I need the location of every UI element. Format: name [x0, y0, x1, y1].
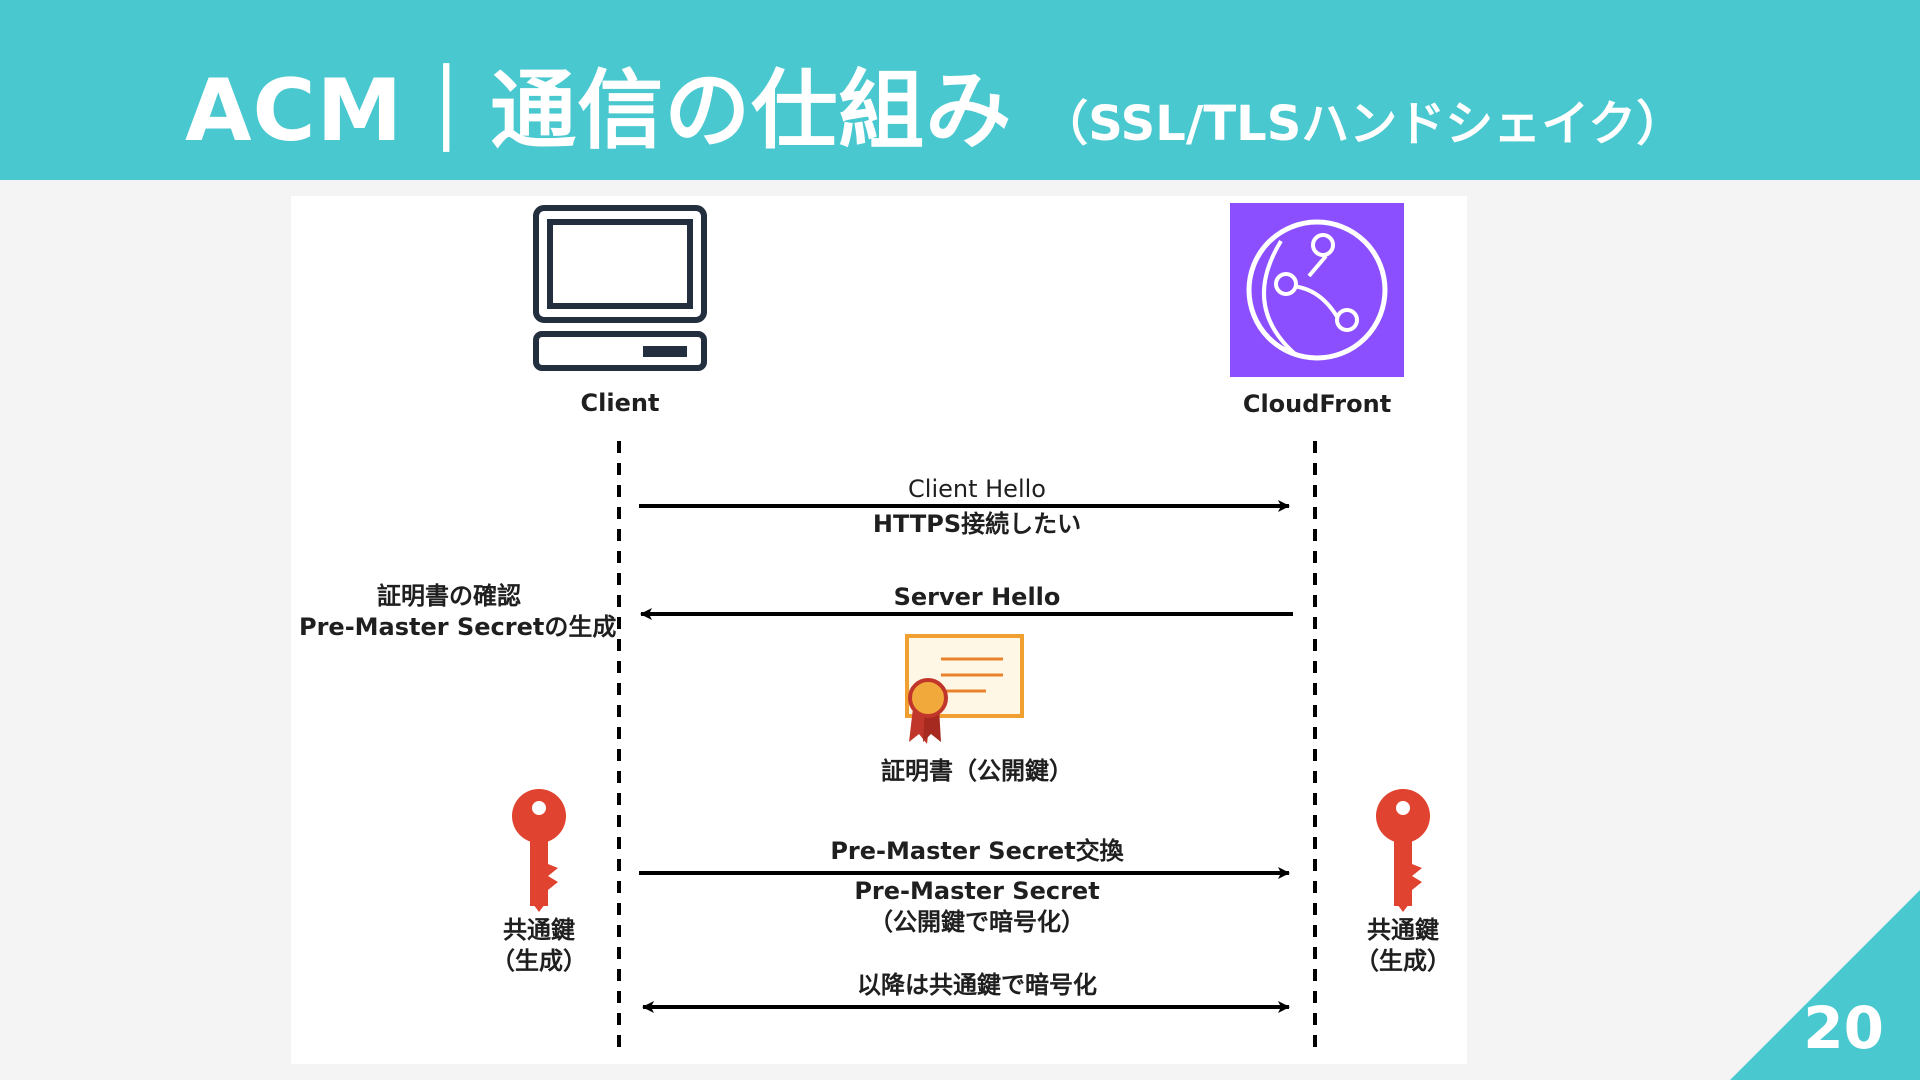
encrypted-with-public-key-label: （公開鍵で暗号化）	[869, 908, 1085, 936]
computer-icon	[533, 205, 707, 371]
client-label: Client	[580, 389, 660, 417]
server-hello-label: Server Hello	[893, 583, 1061, 611]
slide-title: ACM｜通信の仕組み （SSL/TLSハンドシェイク）	[185, 40, 1684, 161]
left-key-label-line1: 共通鍵	[503, 916, 575, 944]
left-key-label-line2: （生成）	[491, 947, 587, 975]
certificate-icon	[905, 634, 1024, 744]
right-key-label-line2: （生成）	[1355, 947, 1451, 975]
cloudfront-icon	[1230, 203, 1404, 377]
client-note-line1: 証明書の確認	[377, 582, 521, 610]
https-connect-label: HTTPS接続したい	[872, 510, 1082, 538]
client-hello-label: Client Hello	[908, 475, 1046, 503]
client-note-line2: Pre-Master Secretの生成	[299, 613, 617, 641]
title-subtitle: （SSL/TLSハンドシェイク）	[1040, 96, 1685, 152]
symmetric-encryption-label: 以降は共通鍵で暗号化	[857, 971, 1097, 999]
pre-master-exchange-label: Pre-Master Secret交換	[830, 837, 1124, 865]
key-icon	[512, 789, 566, 912]
page-number: 20	[1803, 994, 1884, 1062]
certificate-label: 証明書（公開鍵）	[881, 757, 1073, 785]
diagram-graphics	[512, 203, 1430, 1054]
right-key-label-line1: 共通鍵	[1367, 916, 1439, 944]
slide-header: ACM｜通信の仕組み （SSL/TLSハンドシェイク）	[0, 0, 1920, 180]
key-icon	[1376, 789, 1430, 912]
corner-triangle	[1730, 890, 1920, 1080]
sequence-diagram: Client CloudFront Client Hello HTTPS接続した…	[291, 196, 1467, 1064]
title-main: ACM｜通信の仕組み	[185, 61, 1013, 161]
pre-master-secret-label: Pre-Master Secret	[854, 877, 1100, 905]
cloudfront-label: CloudFront	[1242, 390, 1392, 418]
